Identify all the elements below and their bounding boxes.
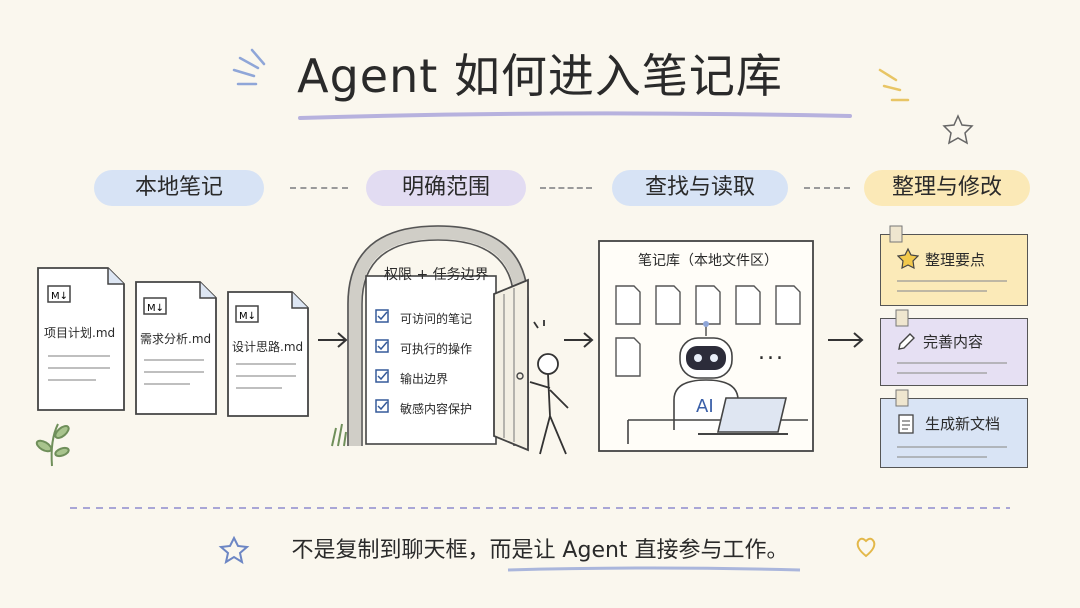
step-local-notes: 本地笔记 [94,170,264,206]
scope-item: 输出边界 [400,372,449,386]
step-define-scope: 明确范围 [366,170,526,206]
step-label-text: 明确范围 [401,175,490,200]
card-improve-content: 完善内容 [880,309,1028,386]
pencil-icon [898,333,915,350]
note-library: 笔记库（本地文件区） ... AI [598,240,814,452]
card-lines [897,446,1007,458]
arrow-right-icon [318,332,348,348]
more-files-ellipsis: ... [758,340,785,365]
connector-dash [540,187,592,189]
scope-item: 可执行的操作 [400,342,473,356]
step-label-text: 整理与修改 [891,175,1002,200]
stone-arch-door [347,224,569,455]
tape-icon [895,309,909,327]
library-title: 笔记库（本地文件区） [638,253,778,269]
svg-text:M↓: M↓ [51,291,68,302]
library-illustration [598,240,814,452]
scope-item: 敏感内容保护 [400,402,473,416]
connector-dash [804,187,850,189]
robot-icon [673,321,739,430]
star-icon [897,247,919,269]
card-lines [897,362,1007,374]
arrow-right-icon [828,332,864,348]
robot-ai-badge: AI [696,396,714,417]
note-file-1: M↓ 项目计划.md [36,266,126,412]
svg-text:M↓: M↓ [147,303,164,314]
star-outline-icon [942,114,974,145]
card-generate-document: 生成新文档 [880,389,1028,468]
card-organize-points: 整理要点 [880,225,1028,306]
document-icon [898,414,914,434]
step-label-text: 查找与读取 [644,175,755,200]
sparkle-right-icon [878,68,910,102]
title-underline [298,111,852,120]
footer-tagline: 不是复制到聊天框，而是让 Agent 直接参与工作。 [291,538,789,563]
sparkle-left-icon [232,48,266,86]
step-organize-edit: 整理与修改 [864,170,1030,206]
card-label: 完善内容 [923,333,984,351]
file-name: 设计思路.md [232,340,304,354]
scope-item: 可访问的笔记 [400,312,473,326]
arrow-right-icon [564,332,594,348]
card-label: 整理要点 [925,251,986,269]
scope-heading: 权限 + 任务边界 [384,267,489,283]
document-icon: M↓ [227,291,309,417]
card-label: 生成新文档 [925,415,1001,433]
file-name: 需求分析.md [140,332,212,346]
page-title: Agent 如何进入笔记库 [297,49,783,103]
svg-text:M↓: M↓ [239,311,256,322]
note-file-2: M↓ 需求分析.md [134,280,218,416]
grass-icon [331,423,347,447]
document-icon: M↓ [37,267,125,411]
person-icon [529,320,569,455]
footer-underline [507,566,801,572]
tape-icon [895,389,909,407]
footer-heart-icon [856,537,876,558]
footer-star-icon [218,535,250,565]
document-icon: M↓ [135,281,217,415]
tape-icon [889,225,903,243]
scope-gate: 权限 + 任务边界 可访问的笔记 可执行的操作 输出边界 敏感内容保护 [344,224,594,468]
connector-dash [290,187,348,189]
file-name: 项目计划.md [44,326,116,340]
card-lines [897,280,1007,292]
step-find-read: 查找与读取 [612,170,788,206]
step-label-text: 本地笔记 [134,175,223,200]
note-file-3: M↓ 设计思路.md [226,290,310,418]
plant-icon [35,423,70,467]
